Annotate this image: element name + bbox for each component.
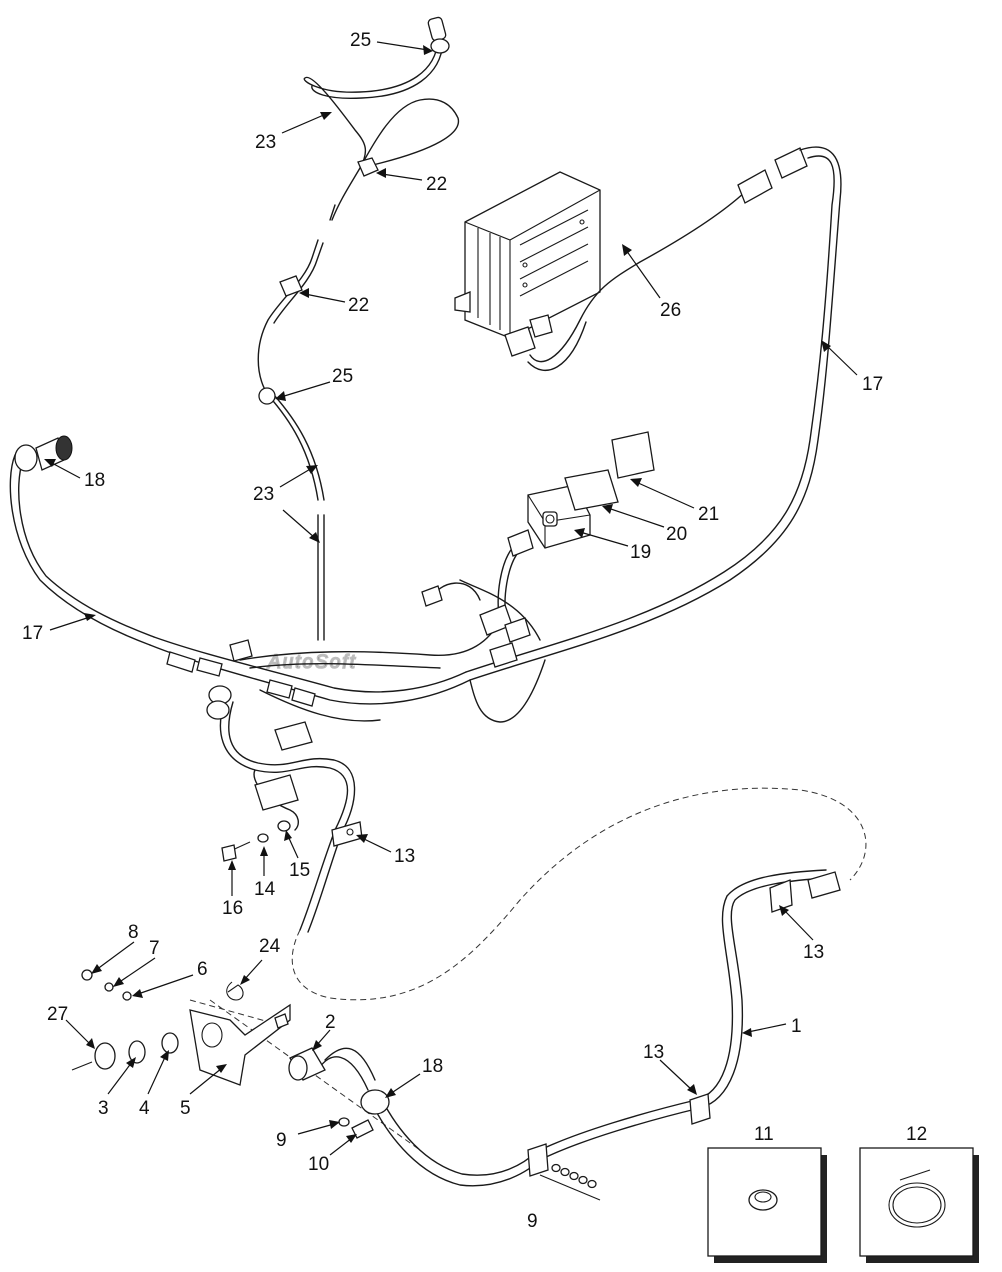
grommet-icon <box>748 1189 778 1211</box>
callout-24: 24 <box>259 936 281 957</box>
callout-13: 13 <box>643 1042 664 1063</box>
mounting-bracket <box>189 1003 291 1086</box>
callout-22: 22 <box>426 174 447 195</box>
switch-assembly <box>527 431 655 549</box>
washer-6 <box>122 991 132 1001</box>
cable-clip-1 <box>769 879 793 913</box>
socket-assembly <box>71 969 374 1139</box>
round-connector-upper <box>14 444 38 472</box>
callout-8: 8 <box>128 922 139 943</box>
antenna-clip-upper <box>357 157 379 177</box>
cable-clip-2 <box>689 1093 711 1125</box>
callout-3: 3 <box>98 1098 109 1119</box>
callout-21: 21 <box>698 504 719 525</box>
antenna-grommet <box>258 387 276 405</box>
routing-path <box>291 787 867 1001</box>
leader-lines <box>44 41 858 1156</box>
main-harness <box>9 146 842 723</box>
callout-23: 23 <box>255 132 276 153</box>
callout-25: 25 <box>332 366 353 387</box>
callout-4: 4 <box>139 1098 150 1119</box>
callout-18: 18 <box>84 470 105 491</box>
callout-14: 14 <box>254 879 276 900</box>
socket-plug <box>94 1042 116 1070</box>
callout-6: 6 <box>197 959 208 980</box>
callout-19: 19 <box>630 542 651 563</box>
nut-8 <box>81 969 93 981</box>
cable-clip-3 <box>527 1143 549 1177</box>
callout-2: 2 <box>325 1012 336 1033</box>
inset-box-12 <box>859 1147 974 1257</box>
seal-ring <box>128 1040 146 1064</box>
callout-12: 12 <box>906 1124 927 1145</box>
callout-7: 7 <box>149 938 160 959</box>
o-ring <box>161 1032 179 1054</box>
callout-17: 17 <box>862 374 883 395</box>
callout-9: 9 <box>276 1130 287 1151</box>
callout-25: 25 <box>350 30 371 51</box>
inset-boxes <box>707 1147 979 1263</box>
callout-17: 17 <box>22 623 43 644</box>
washer-9 <box>338 1117 350 1127</box>
callout-26: 26 <box>660 300 681 321</box>
antenna-connector <box>427 16 447 42</box>
antenna-clip-lower <box>279 275 303 297</box>
control-module <box>454 147 808 371</box>
callout-15: 15 <box>289 860 310 881</box>
callout-1: 1 <box>791 1016 802 1037</box>
callout-13: 13 <box>394 846 415 867</box>
callout-23: 23 <box>253 484 274 505</box>
cable-tie-icon <box>888 1182 946 1228</box>
retaining-pin <box>226 981 244 1001</box>
callout-22: 22 <box>348 295 369 316</box>
battery-cable <box>288 869 841 1201</box>
callout-20: 20 <box>666 524 687 545</box>
module-plug <box>504 326 536 357</box>
callout-11: 11 <box>754 1124 774 1145</box>
callout-5: 5 <box>180 1098 191 1119</box>
grommet-lower <box>360 1089 390 1115</box>
callout-27: 27 <box>47 1004 68 1025</box>
callout-16: 16 <box>222 898 243 919</box>
callout-labels: 25 23 22 22 25 23 26 17 18 17 21 20 19 1… <box>22 30 927 1232</box>
switch-bezel <box>564 469 619 511</box>
switch-label <box>611 431 655 479</box>
module-connector-a <box>737 169 773 204</box>
washer-7 <box>104 982 114 992</box>
lower-harness <box>189 685 867 1151</box>
callout-9: 9 <box>527 1211 538 1232</box>
watermark: AutoSoft <box>267 652 357 673</box>
callout-18: 18 <box>422 1056 443 1077</box>
module-connector-b <box>774 147 808 179</box>
callout-10: 10 <box>308 1154 329 1175</box>
antenna-lead <box>257 16 460 641</box>
callout-13: 13 <box>803 942 824 963</box>
